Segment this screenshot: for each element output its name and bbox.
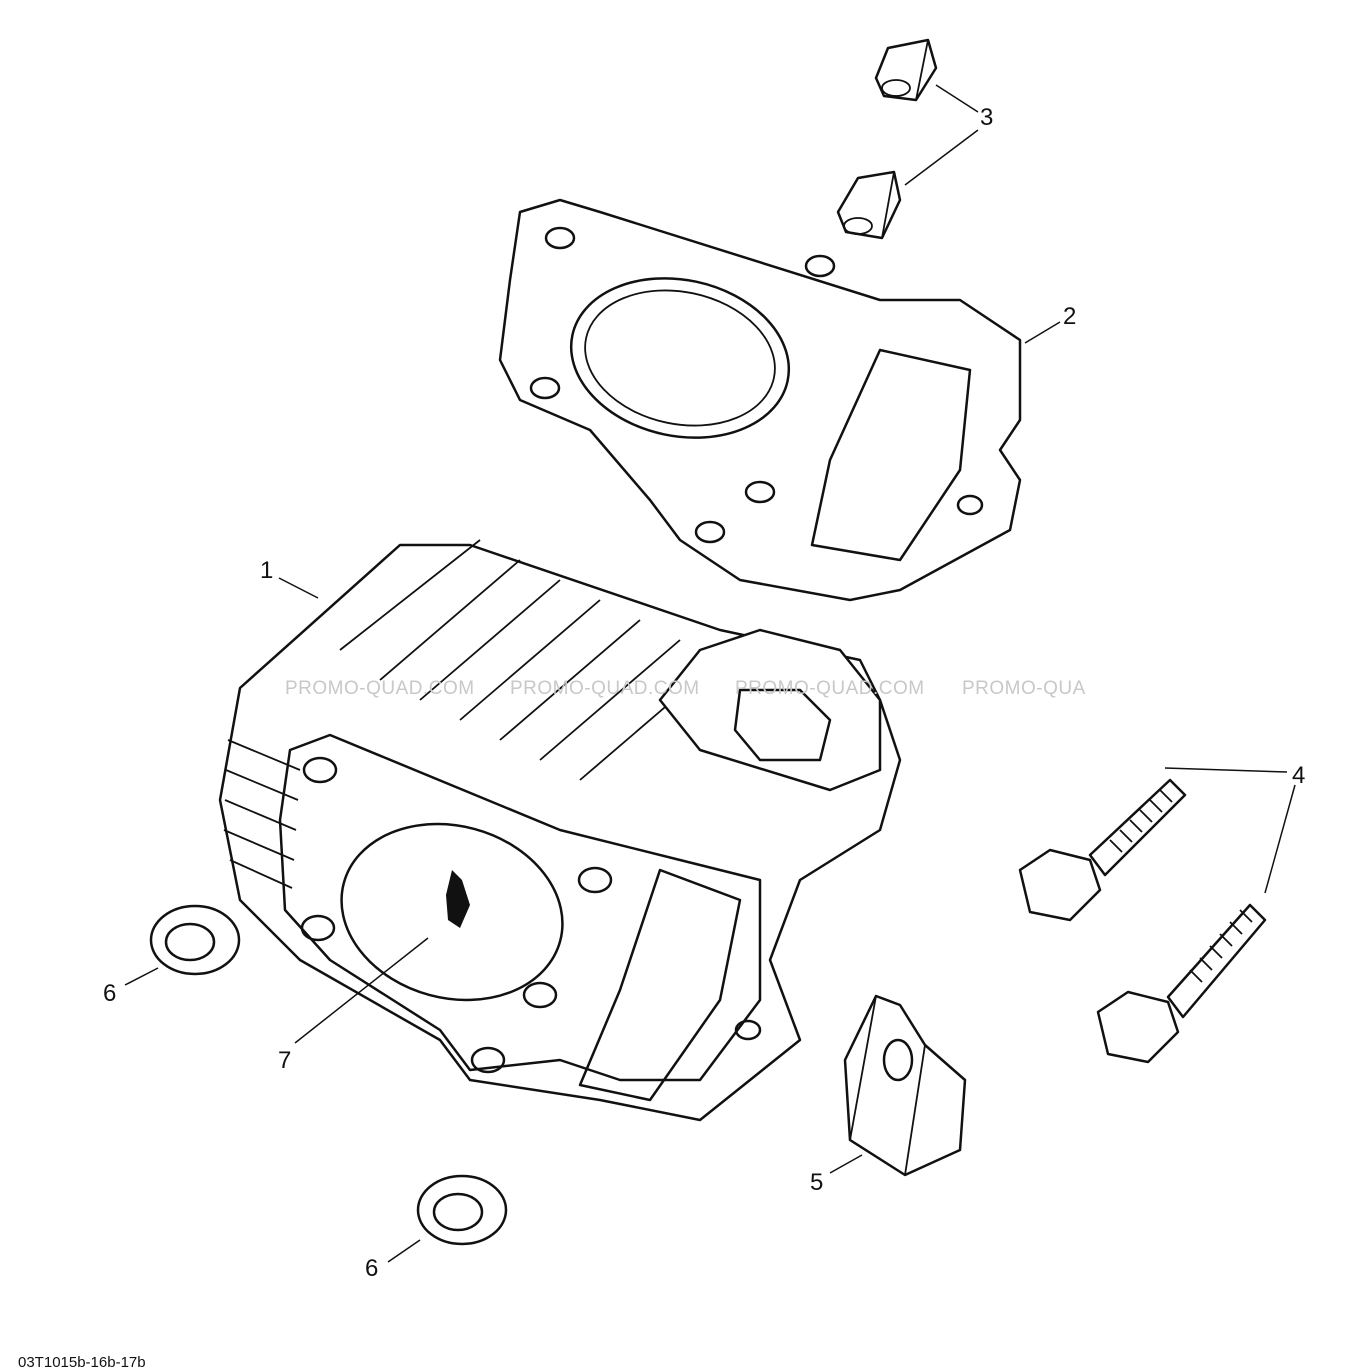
cylinder-gasket [498, 198, 1022, 602]
callout-1: 1 [260, 557, 273, 584]
bolts [1018, 778, 1267, 1064]
callout-5: 5 [810, 1169, 823, 1196]
seal-left [149, 904, 241, 976]
callout-6: 6 [103, 980, 116, 1007]
watermark: PROMO-QUAD.COM [285, 678, 475, 699]
cylinder [218, 539, 902, 1122]
chain-guide [843, 994, 967, 1177]
watermark: PROMO-QUA [962, 678, 1086, 699]
callout-6: 6 [365, 1255, 378, 1282]
callout-4: 4 [1292, 762, 1305, 789]
dowel-pins [836, 38, 938, 240]
callout-7: 7 [278, 1047, 291, 1074]
bolt-lower [1096, 903, 1267, 1064]
callout-3: 3 [980, 104, 993, 131]
seal-bottom [416, 1174, 508, 1246]
watermark: PROMO-QUAD.COM [510, 678, 700, 699]
callouts: 3 2 1 4 6 7 5 6 [103, 104, 1305, 1282]
bolt-upper [1018, 778, 1187, 922]
seals [149, 904, 508, 1246]
dowel-pin-upper [874, 38, 938, 102]
callout-2: 2 [1063, 303, 1076, 330]
dowel-pin-lower [836, 170, 902, 240]
watermarks: PROMO-QUAD.COM PROMO-QUAD.COM PROMO-QUAD… [285, 678, 1086, 699]
leader-lines [124, 84, 1296, 1263]
watermark: PROMO-QUAD.COM [735, 678, 925, 699]
reference-code: 03T1015b-16b-17b [18, 1354, 146, 1371]
